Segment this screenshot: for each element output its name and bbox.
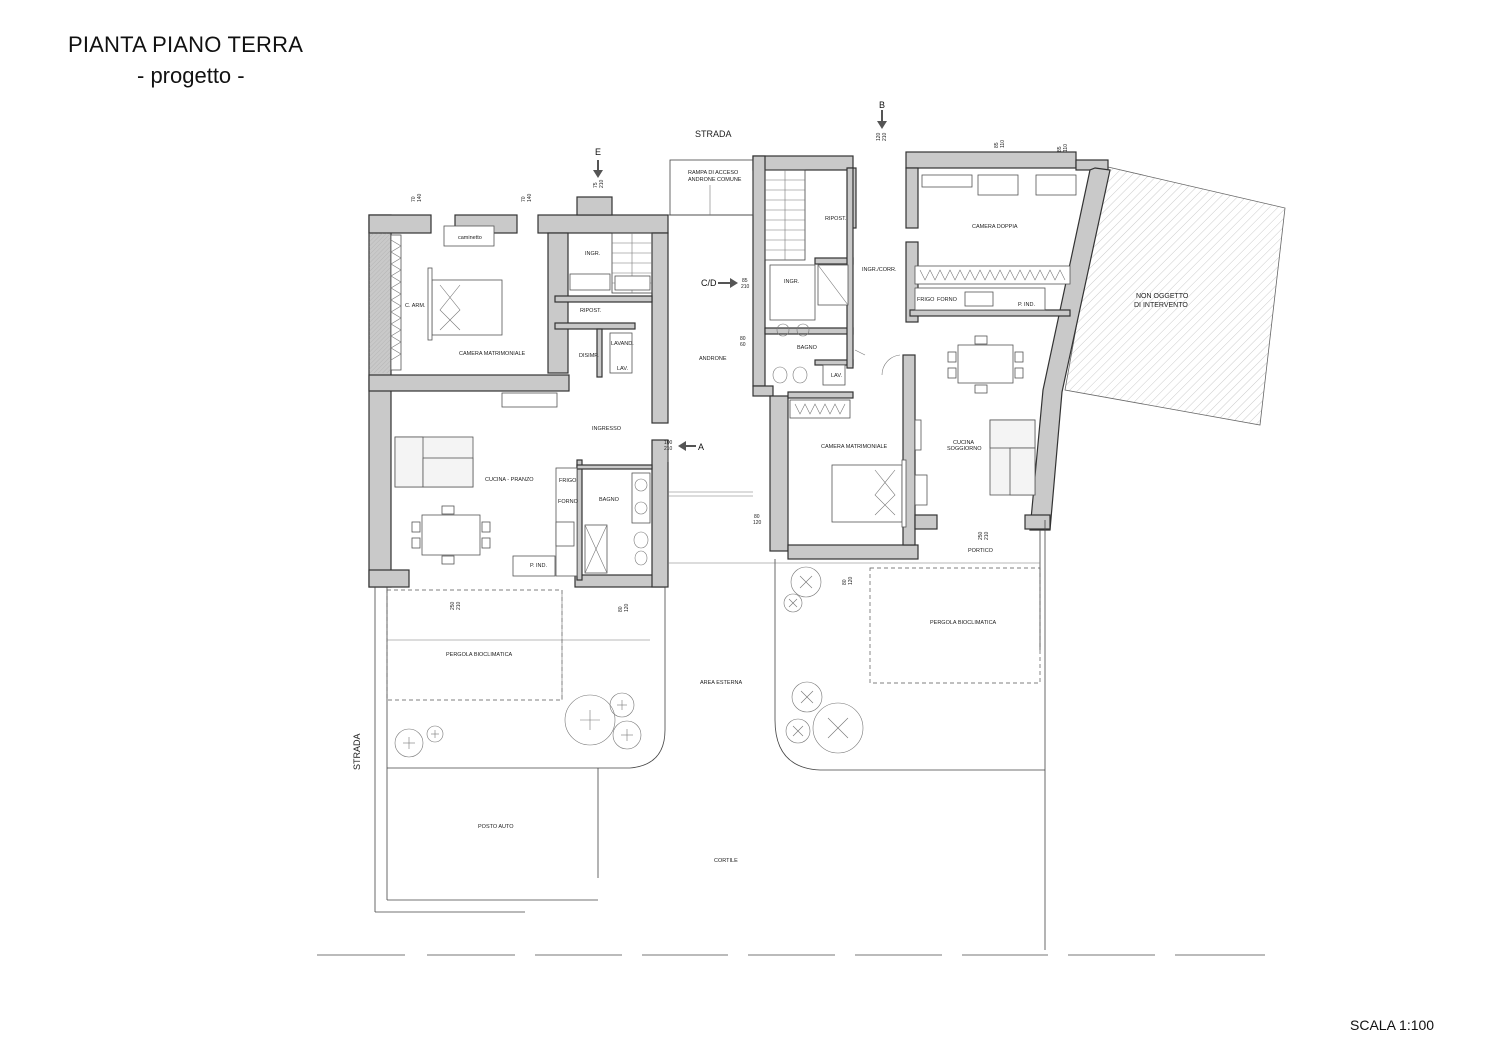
stairs-right bbox=[764, 169, 806, 261]
label-camera-doppia: CAMERA DOPPIA bbox=[972, 224, 1018, 230]
svg-text:70: 70 bbox=[521, 196, 527, 202]
svg-text:60: 60 bbox=[740, 342, 746, 348]
label-forno-left: FORNO bbox=[558, 499, 579, 505]
street-label-left: STRADA bbox=[352, 733, 362, 770]
svg-text:250: 250 bbox=[978, 531, 984, 540]
svg-text:210: 210 bbox=[599, 179, 605, 188]
label-non-oggetto-2: DI INTERVENTO bbox=[1134, 302, 1188, 309]
drawing-title: PIANTA PIANO TERRA bbox=[68, 32, 304, 57]
label-ingresso: INGRESSO bbox=[592, 426, 622, 432]
label-pind-right: P. IND. bbox=[1018, 302, 1035, 308]
label-bagno-right: BAGNO bbox=[797, 345, 818, 351]
label-ripost-right: RIPOST. bbox=[825, 216, 847, 222]
label-soggiorno: SOGGIORNO bbox=[947, 446, 982, 452]
drawing-subtitle: - progetto - bbox=[137, 63, 245, 88]
label-cortile: CORTILE bbox=[714, 858, 738, 864]
label-c-arm: C. ARM. bbox=[405, 303, 426, 309]
svg-text:85: 85 bbox=[994, 142, 1000, 148]
svg-text:110: 110 bbox=[1063, 144, 1069, 152]
svg-text:80: 80 bbox=[754, 514, 760, 520]
label-camera-matrimoniale-right: CAMERA MATRIMONIALE bbox=[821, 444, 888, 450]
label-non-oggetto-1: NON OGGETTO bbox=[1136, 293, 1189, 300]
scale-label: SCALA 1:100 bbox=[1350, 1017, 1435, 1033]
label-forno-right: FORNO bbox=[937, 297, 958, 303]
doors bbox=[667, 349, 901, 497]
svg-text:210: 210 bbox=[456, 601, 462, 610]
wardrobe-left bbox=[390, 234, 402, 371]
label-lav-right: LAV. bbox=[831, 373, 842, 379]
label-caminetto: caminetto bbox=[458, 235, 482, 241]
fireplace bbox=[443, 225, 495, 247]
svg-text:110: 110 bbox=[1000, 140, 1006, 148]
label-ripost-left: RIPOST. bbox=[580, 308, 602, 314]
svg-text:70: 70 bbox=[411, 196, 417, 202]
marker-a: A bbox=[698, 442, 704, 452]
label-androne: ANDRONE bbox=[699, 356, 727, 362]
svg-text:140: 140 bbox=[417, 193, 423, 202]
wardrobe-right-room bbox=[789, 399, 851, 419]
label-area-esterna: AREA ESTERNA bbox=[700, 680, 743, 686]
trees bbox=[394, 566, 864, 758]
label-disimp: DISIMP. bbox=[579, 353, 599, 359]
svg-text:210: 210 bbox=[664, 446, 673, 452]
bath-fixtures-left bbox=[631, 472, 651, 524]
svg-text:210: 210 bbox=[741, 284, 750, 290]
svg-text:120: 120 bbox=[753, 520, 762, 526]
label-frigo-left: FRIGO bbox=[559, 478, 577, 484]
outdoor-area bbox=[374, 520, 1046, 950]
label-pergola-right: PERGOLA BIOCLIMATICA bbox=[930, 620, 997, 626]
svg-text:210: 210 bbox=[984, 531, 990, 540]
svg-text:120: 120 bbox=[848, 576, 854, 585]
svg-text:85: 85 bbox=[742, 278, 748, 284]
label-camera-matrimoniale-left: CAMERA MATRIMONIALE bbox=[459, 351, 526, 357]
dimension-labels: 70 140 70 140 75 210 120 210 85 110 85 1… bbox=[411, 132, 1069, 612]
right-unit-walls bbox=[752, 151, 1111, 560]
dining-table-left bbox=[421, 514, 481, 556]
label-ingr-left: INGR. bbox=[585, 251, 601, 257]
svg-text:80: 80 bbox=[740, 336, 746, 342]
label-rampa-2: ANDRONE COMUNE bbox=[688, 177, 742, 183]
wardrobe-corridor bbox=[501, 392, 558, 408]
label-lav-left: LAV. bbox=[617, 366, 628, 372]
marker-cd: C/D bbox=[701, 278, 717, 288]
label-posto-auto: POSTO AUTO bbox=[478, 824, 514, 830]
pergola-left-outline bbox=[386, 589, 563, 701]
twin-beds bbox=[977, 174, 1019, 196]
label-portico: PORTICO bbox=[968, 548, 994, 554]
label-bagno-left: BAGNO bbox=[599, 497, 620, 503]
svg-text:80: 80 bbox=[842, 579, 848, 585]
svg-text:120: 120 bbox=[624, 603, 630, 612]
marker-e: E bbox=[595, 147, 601, 157]
entrance-ramp bbox=[669, 159, 754, 216]
label-pergola-left: PERGOLA BIOCLIMATICA bbox=[446, 652, 513, 658]
bathroom-fixtures-right bbox=[769, 264, 816, 321]
pergola-right-outline bbox=[869, 567, 1041, 684]
marker-b: B bbox=[879, 100, 885, 110]
svg-text:140: 140 bbox=[527, 193, 533, 202]
label-frigo-right: FRIGO bbox=[917, 297, 935, 303]
label-cucina-pranzo: CUCINA - PRANZO bbox=[485, 477, 534, 483]
double-bed-right bbox=[831, 464, 903, 523]
svg-text:85: 85 bbox=[1057, 146, 1063, 152]
street-label-top: STRADA bbox=[695, 129, 732, 139]
svg-text:80: 80 bbox=[618, 606, 624, 612]
label-pind-left: P. IND. bbox=[530, 563, 547, 569]
dining-table-right bbox=[957, 344, 1014, 384]
svg-text:250: 250 bbox=[450, 601, 456, 610]
label-cucina: CUCINA bbox=[953, 440, 974, 446]
label-ingr-right: INGR. bbox=[784, 279, 800, 285]
svg-text:120: 120 bbox=[876, 132, 882, 141]
section-arrows bbox=[593, 110, 887, 451]
svg-text:210: 210 bbox=[882, 132, 888, 141]
label-ingr-corr: INGR./CORR. bbox=[862, 267, 897, 273]
label-lavand: LAVAND. bbox=[611, 341, 634, 347]
svg-text:100: 100 bbox=[664, 440, 673, 446]
svg-text:75: 75 bbox=[593, 182, 599, 188]
label-rampa-1: RAMPA DI ACCESO bbox=[688, 170, 739, 176]
